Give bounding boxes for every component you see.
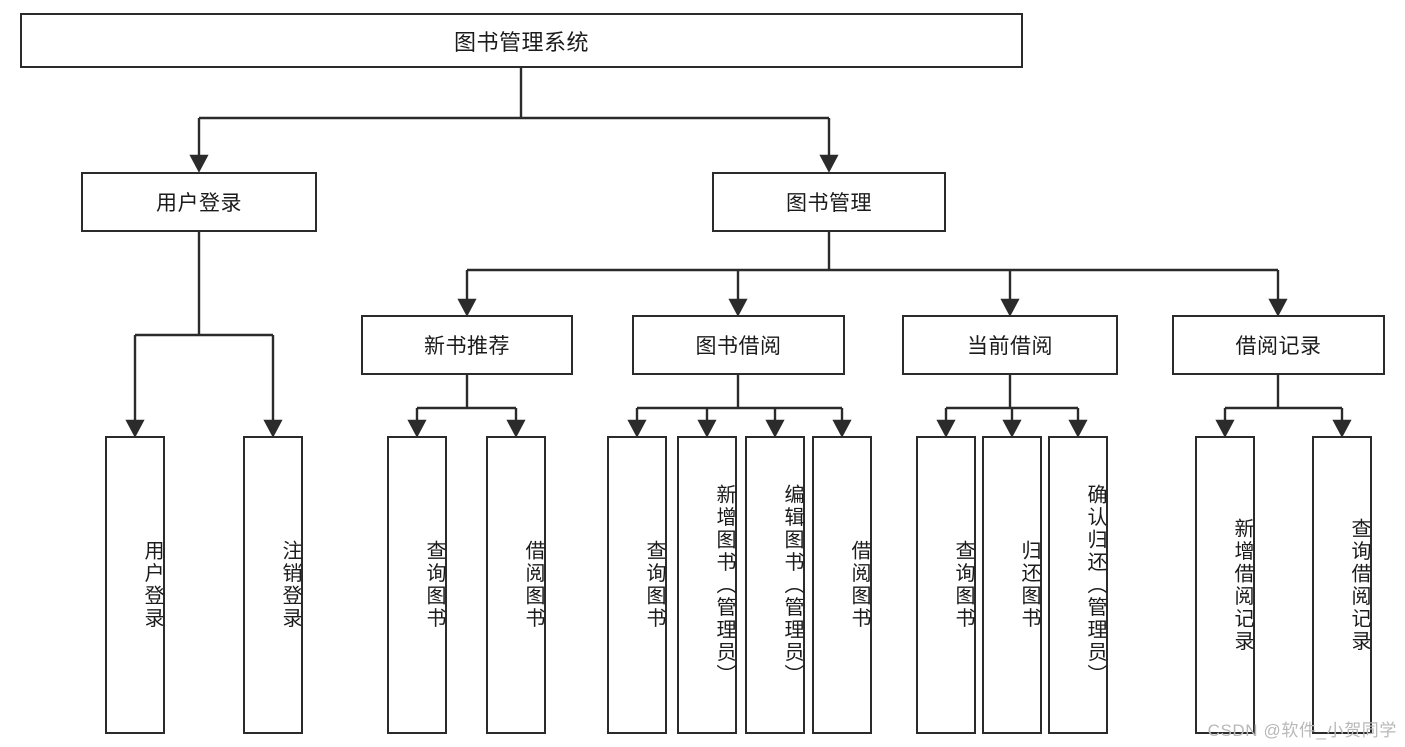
node-leaf-query-book-1-label: 查询图书 <box>423 540 445 630</box>
node-leaf-query-borrow-record[interactable]: 查询借阅记录 <box>1312 436 1372 734</box>
node-book-borrow-label: 图书借阅 <box>695 335 782 358</box>
node-leaf-query-book-2[interactable]: 查询图书 <box>607 436 667 734</box>
node-leaf-query-book-2-label: 查询图书 <box>643 540 665 630</box>
node-leaf-add-borrow-record[interactable]: 新增借阅记录 <box>1195 436 1255 734</box>
node-leaf-query-borrow-record-label: 查询借阅记录 <box>1348 517 1370 653</box>
node-user-login[interactable]: 用户登录 <box>81 172 317 232</box>
node-leaf-confirm-return-admin[interactable]: 确认归还（管理员） <box>1048 436 1108 734</box>
watermark: CSDN @软件_小贺同学 <box>1207 721 1397 740</box>
node-leaf-borrow-book-1-label: 借阅图书 <box>522 540 544 630</box>
node-current-borrow[interactable]: 当前借阅 <box>902 315 1118 375</box>
node-leaf-edit-book-admin-label: 编辑图书（管理员） <box>781 483 803 687</box>
node-leaf-return-book[interactable]: 归还图书 <box>982 436 1042 734</box>
node-book-borrow[interactable]: 图书借阅 <box>632 315 845 375</box>
node-borrow-record[interactable]: 借阅记录 <box>1172 315 1385 375</box>
node-leaf-edit-book-admin[interactable]: 编辑图书（管理员） <box>745 436 805 734</box>
node-leaf-confirm-return-admin-label: 确认归还（管理员） <box>1084 483 1106 687</box>
node-leaf-return-book-label: 归还图书 <box>1018 540 1040 630</box>
node-leaf-add-book-admin-label: 新增图书（管理员） <box>713 483 735 687</box>
node-leaf-borrow-book-2-label: 借阅图书 <box>848 540 870 630</box>
node-book-manage-label: 图书管理 <box>786 192 872 215</box>
node-leaf-logout-login[interactable]: 注销登录 <box>243 436 303 734</box>
node-leaf-add-book-admin[interactable]: 新增图书（管理员） <box>677 436 737 734</box>
node-leaf-query-book-3-label: 查询图书 <box>952 540 974 630</box>
node-leaf-user-login[interactable]: 用户登录 <box>105 436 165 734</box>
node-book-manage[interactable]: 图书管理 <box>712 172 946 232</box>
node-leaf-query-book-3[interactable]: 查询图书 <box>916 436 976 734</box>
node-leaf-logout-login-label: 注销登录 <box>279 540 301 630</box>
node-current-borrow-label: 当前借阅 <box>967 335 1053 358</box>
node-leaf-add-borrow-record-label: 新增借阅记录 <box>1231 517 1253 653</box>
node-root-label: 图书管理系统 <box>453 29 589 55</box>
node-borrow-record-label: 借阅记录 <box>1235 335 1322 358</box>
node-leaf-borrow-book-2[interactable]: 借阅图书 <box>812 436 872 734</box>
node-new-book-recommend-label: 新书推荐 <box>424 335 510 358</box>
node-leaf-user-login-label: 用户登录 <box>141 540 163 630</box>
node-user-login-label: 用户登录 <box>156 192 242 215</box>
node-leaf-borrow-book-1[interactable]: 借阅图书 <box>486 436 546 734</box>
node-root[interactable]: 图书管理系统 <box>20 13 1023 68</box>
node-new-book-recommend[interactable]: 新书推荐 <box>361 315 573 375</box>
node-leaf-query-book-1[interactable]: 查询图书 <box>387 436 447 734</box>
